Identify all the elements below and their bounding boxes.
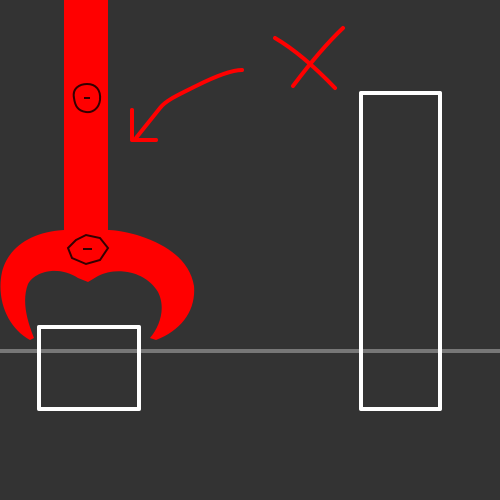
tall-box[interactable] [359,91,442,411]
claw-arm [64,0,108,240]
x-stroke-2 [291,26,345,88]
claw[interactable] [0,0,195,340]
small-box[interactable] [37,325,141,411]
x-stroke-1 [273,36,337,90]
annotation-x-mark [273,26,345,90]
annotation-arrow [130,68,244,142]
arrow-shaft [134,68,244,140]
arrow-head-icon [130,108,158,142]
claw-jaws [0,230,195,340]
